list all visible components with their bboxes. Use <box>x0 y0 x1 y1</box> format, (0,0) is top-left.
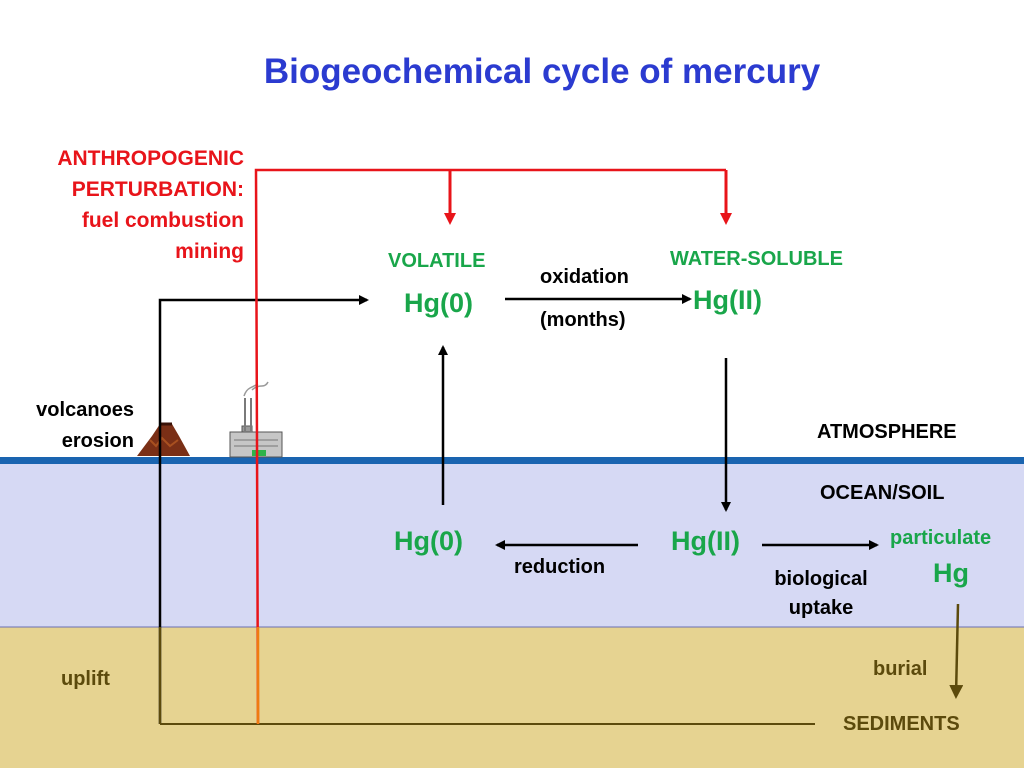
burial-arrow <box>949 603 964 699</box>
surface-line <box>0 457 1024 464</box>
sediment-band <box>0 627 1024 768</box>
volcanoes-label: volcanoes <box>36 399 134 421</box>
atm-hg2: Hg(II) <box>693 285 762 315</box>
sediments-label: SEDIMENTS <box>843 713 960 735</box>
uptake-label: uptake <box>788 597 854 619</box>
erosion-label: erosion <box>61 430 134 452</box>
oxidation-label: oxidation <box>540 266 629 288</box>
anthropogenic-label: ANTHROPOGENIC PERTURBATION: fuel combust… <box>57 143 244 267</box>
atmosphere-label: ATMOSPHERE <box>817 421 957 443</box>
particulate-label: particulate <box>890 527 992 549</box>
ocean-hg2: Hg(II) <box>671 526 740 556</box>
ocean-hg0: Hg(0) <box>394 526 463 556</box>
burial-label: burial <box>873 658 928 680</box>
atm-hg0: Hg(0) <box>404 288 473 318</box>
volcano-icon <box>137 422 190 456</box>
volatile-label: VOLATILE <box>388 250 486 272</box>
reduction-label: reduction <box>514 556 606 578</box>
anthropogenic-emission-line <box>254 168 726 725</box>
anthropogenic-line-3: fuel combustion <box>81 209 244 232</box>
anthropogenic-line-2: PERTURBATION: <box>71 178 244 201</box>
page-title: Biogeochemical cycle of mercury <box>263 52 821 91</box>
volcanic-emission-arrow <box>158 295 369 724</box>
anthropogenic-line-4: mining <box>175 240 244 263</box>
particulate-hg: Hg <box>933 558 969 588</box>
ocean-soil-label: OCEAN/SOIL <box>820 482 945 504</box>
biological-uptake-label: biological uptake <box>760 565 882 623</box>
water-soluble-label: WATER-SOLUBLE <box>670 248 843 270</box>
biological-label: biological <box>774 568 868 590</box>
anthropogenic-line-1: ANTHROPOGENIC <box>57 147 244 170</box>
sources-label: volcanoes erosion <box>36 395 134 457</box>
oxidation-time-label: (months) <box>540 309 626 331</box>
uplift-label: uplift <box>61 668 110 690</box>
